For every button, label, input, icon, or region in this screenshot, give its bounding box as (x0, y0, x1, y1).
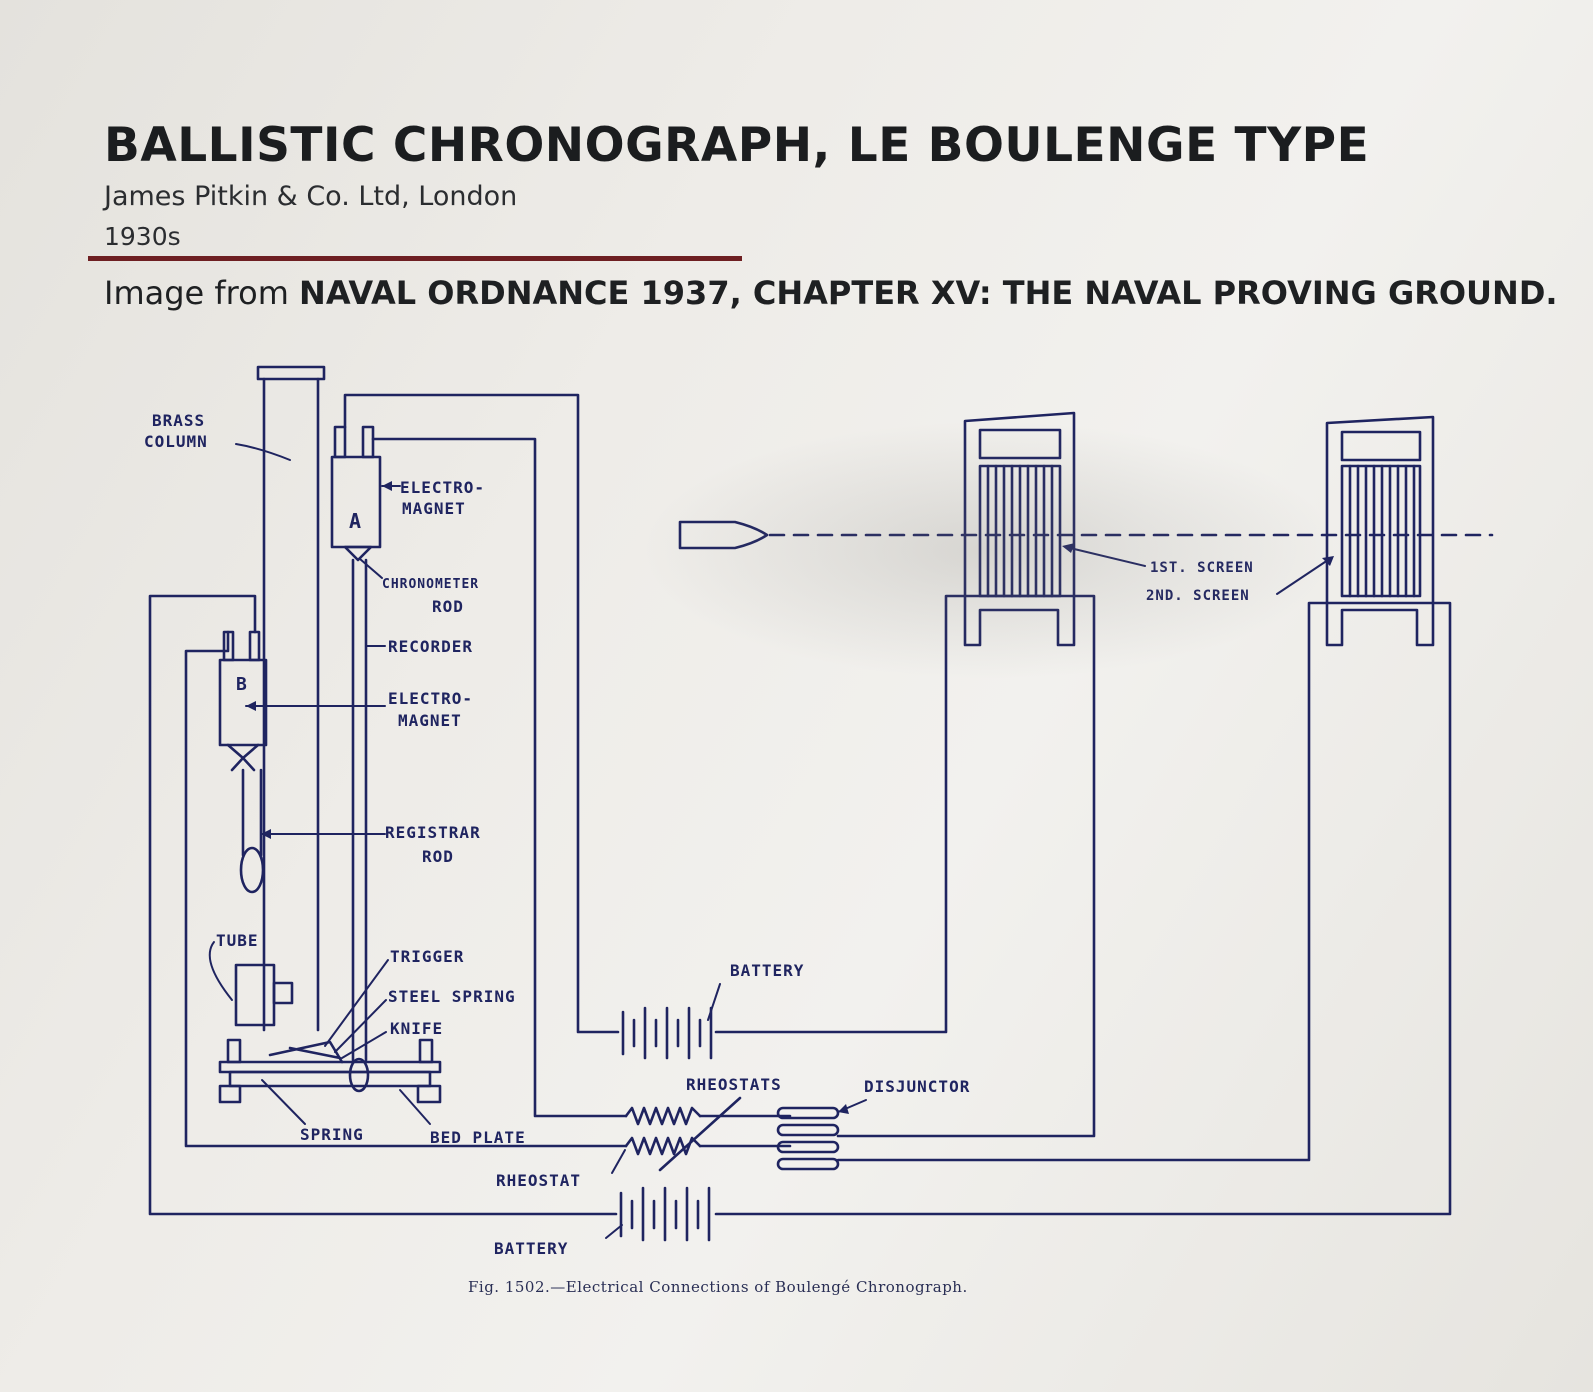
date-line: 1930s (104, 222, 181, 251)
label-magnet-a: A (349, 509, 362, 533)
source-reference: NAVAL ORDNANCE 1937, CHAPTER XV: THE NAV… (299, 274, 1558, 312)
disjunctor (776, 1106, 840, 1171)
chronometer-rod (348, 558, 370, 1093)
label-bed-plate: BED PLATE (430, 1128, 526, 1147)
figure-caption: Fig. 1502.—Electrical Connections of Bou… (468, 1278, 968, 1296)
placard-title: BALLISTIC CHRONOGRAPH, LE BOULENGE TYPE (104, 118, 1370, 173)
leader-arrowheads (246, 481, 1334, 1114)
battery-top (621, 1006, 713, 1060)
label-rheostats: RHEOSTATS (686, 1075, 782, 1094)
battery-bottom (619, 1186, 711, 1242)
label-registrar: REGISTRAR (385, 823, 481, 842)
label-magnet-b: B (236, 674, 248, 695)
screen-2 (1325, 415, 1435, 647)
label-rheostat: RHEOSTAT (496, 1171, 581, 1190)
label-screen-1: 1ST. SCREEN (1150, 560, 1254, 576)
electromagnet-a (330, 425, 382, 562)
tube (234, 963, 294, 1027)
label-brass: BRASS (152, 411, 205, 430)
label-tube: TUBE (216, 931, 259, 950)
screen-1 (963, 411, 1076, 647)
label-battery-top: BATTERY (730, 961, 804, 980)
label-spring: SPRING (300, 1125, 364, 1144)
electromagnet-b (218, 630, 268, 772)
label-rod-1: ROD (432, 597, 464, 616)
label-electro-1: ELECTRO- (400, 478, 485, 497)
label-rod-2: ROD (422, 847, 454, 866)
bed-plate (218, 1038, 442, 1104)
divider-rule (88, 256, 742, 261)
source-line: Image from NAVAL ORDNANCE 1937, CHAPTER … (104, 274, 1558, 312)
maker-line: James Pitkin & Co. Ltd, London (104, 181, 518, 212)
label-screen-2: 2ND. SCREEN (1146, 588, 1250, 604)
label-magnet-2: MAGNET (398, 711, 462, 730)
label-chronometer: CHRONOMETER (382, 577, 479, 592)
leader-lines (208, 443, 1329, 1239)
label-column: COLUMN (144, 432, 208, 451)
label-steel-spring: STEEL SPRING (388, 987, 516, 1006)
label-trigger: TRIGGER (390, 947, 464, 966)
label-battery-bottom: BATTERY (494, 1239, 568, 1258)
diagram-labels: BRASS COLUMN ELECTRO- MAGNET CHRONOMETER… (144, 411, 1254, 1296)
label-recorder: RECORDER (388, 637, 473, 656)
label-knife: KNIFE (390, 1019, 443, 1038)
label-magnet-1: MAGNET (402, 499, 466, 518)
source-prefix: Image from (104, 274, 300, 312)
rheostats (624, 1096, 742, 1172)
projectile (678, 520, 769, 550)
label-electro-2: ELECTRO- (388, 689, 473, 708)
wiring (148, 393, 1452, 1216)
brass-column (256, 365, 326, 1032)
registrar-rod (239, 768, 265, 894)
label-disjunctor: DISJUNCTOR (864, 1077, 970, 1096)
